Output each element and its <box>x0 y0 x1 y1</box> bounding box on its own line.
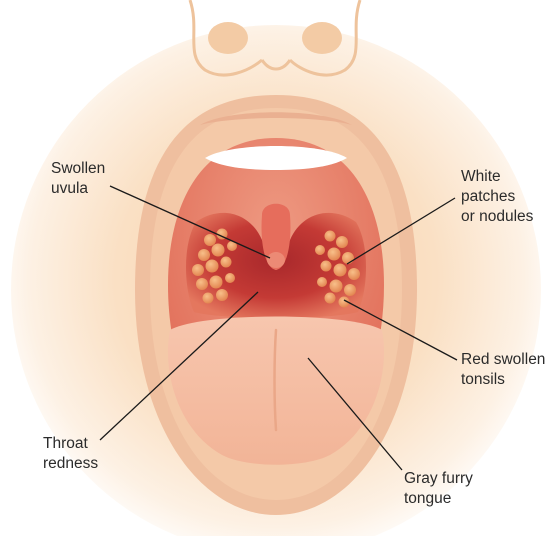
tongue-shape <box>167 316 385 465</box>
throat-opening <box>186 212 366 318</box>
nose-shape <box>188 0 362 77</box>
gray-tongue-line-2: tongue <box>404 490 452 507</box>
swollen-uvula-shape <box>261 203 291 270</box>
swollen-uvula-label: Swollen uvula <box>51 159 105 199</box>
throat-redness-label: Throat redness <box>43 434 98 474</box>
left-nostril <box>208 22 248 54</box>
uvula-highlight <box>267 252 285 268</box>
tongue-leader <box>307 357 403 471</box>
red-tonsils-line-1: Red swollen <box>461 351 546 368</box>
swollen-uvula-line-1: Swollen <box>51 160 106 177</box>
tonsils-leader <box>343 299 458 361</box>
gray-tongue-label: Gray furry tongue <box>404 469 473 509</box>
red-tonsils-label: Red swollen tonsils <box>461 350 545 390</box>
patches-leader <box>346 197 456 265</box>
right-nostril <box>302 22 342 54</box>
throat-redness-line-1: Throat <box>43 435 88 452</box>
red-tonsils-line-2: tonsils <box>461 371 505 388</box>
teeth <box>205 146 347 170</box>
right-tonsil-nodules <box>315 230 360 308</box>
tongue-center-line <box>273 328 278 432</box>
throat-redness-line-2: redness <box>43 455 99 472</box>
left-tonsil-nodules <box>192 228 237 304</box>
throat-leader <box>99 291 259 441</box>
gray-tongue-line-1: Gray furry <box>404 470 473 487</box>
white-patches-line-3: or nodules <box>461 208 534 225</box>
uvula-leader <box>109 185 271 259</box>
white-patches-line-1: White <box>461 168 501 185</box>
white-patches-label: White patches or nodules <box>461 167 533 227</box>
swollen-uvula-line-2: uvula <box>51 180 89 197</box>
white-patches-line-2: patches <box>461 188 516 205</box>
upper-lip-ridge <box>200 112 352 125</box>
leader-lines <box>99 185 458 471</box>
